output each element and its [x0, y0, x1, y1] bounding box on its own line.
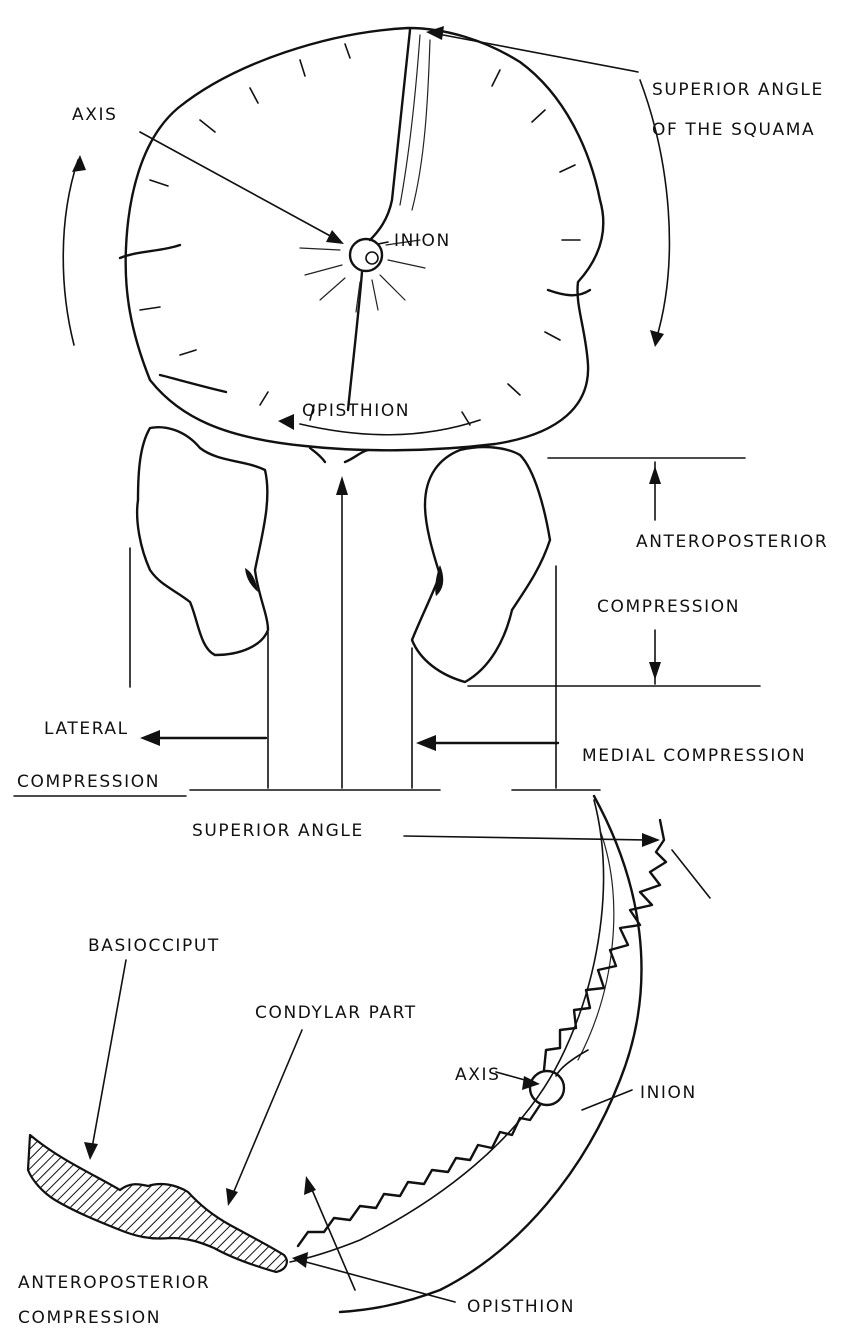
- label-inion-top: INION: [394, 231, 451, 251]
- squama-disc: [118, 26, 605, 452]
- top-leader-arrows: [139, 26, 639, 245]
- medial-compression-arrow: [416, 735, 560, 751]
- basiocciput-section: [26, 1133, 288, 1274]
- central-axis-arrow: [336, 476, 348, 495]
- label-ap-compression-bottom-1: ANTEROPOSTERIOR: [18, 1273, 210, 1293]
- ap-compression-dimension: [467, 457, 761, 687]
- label-ap-compression-top-1: ANTEROPOSTERIOR: [636, 532, 828, 552]
- label-opisthion-bottom: OPISTHION: [467, 1297, 575, 1317]
- rotation-arrows-top: [62, 79, 671, 436]
- label-opisthion-top: OPISTHION: [302, 401, 410, 421]
- base-line: [13, 789, 601, 797]
- label-inion-bottom: INION: [640, 1083, 697, 1103]
- label-axis-bottom: AXIS: [455, 1065, 500, 1085]
- construction-lines: [129, 479, 557, 789]
- label-condylar-part: CONDYLAR PART: [255, 1003, 417, 1023]
- lateral-compression-arrow: [140, 730, 268, 746]
- label-lateral-compression-2: COMPRESSION: [17, 772, 160, 792]
- label-ap-compression-bottom-2: COMPRESSION: [18, 1308, 161, 1328]
- bottom-leader-arrows: [84, 833, 660, 1303]
- axis-circle-bottom: [528, 1069, 566, 1107]
- condylar-parts-top: [135, 426, 552, 684]
- label-medial-compression: MEDIAL COMPRESSION: [582, 746, 806, 766]
- label-superior-angle: SUPERIOR ANGLE: [192, 821, 364, 841]
- label-ap-compression-top-2: COMPRESSION: [597, 597, 740, 617]
- inion-circle-top: [348, 237, 384, 273]
- sagittal-profile: [289, 794, 711, 1314]
- label-superior-angle-squama-2: OF THE SQUAMA: [652, 120, 815, 140]
- inion-inner-top: [365, 251, 379, 265]
- label-lateral-compression-1: LATERAL: [44, 719, 129, 739]
- label-axis-top: AXIS: [72, 105, 117, 125]
- label-basiocciput: BASIOCCIPUT: [88, 936, 220, 956]
- label-superior-angle-squama-1: SUPERIOR ANGLE: [652, 80, 824, 100]
